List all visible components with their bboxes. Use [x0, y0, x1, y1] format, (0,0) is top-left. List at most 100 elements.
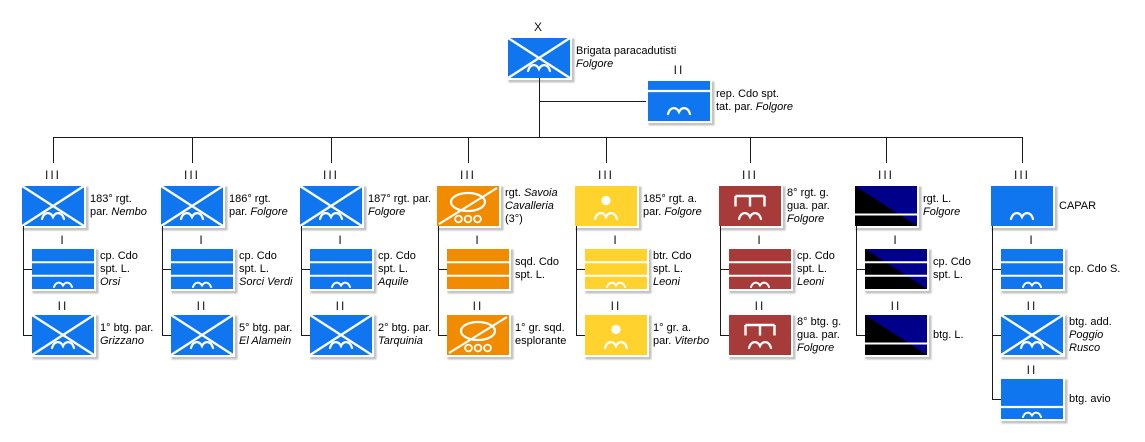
logistics-icon [855, 186, 917, 226]
unit-symbol-box [435, 184, 501, 228]
label-text: 185° rgt. a. [643, 193, 697, 205]
label-text: 186° rgt. [229, 193, 271, 205]
label-text: spt. L. [933, 269, 963, 281]
label-text: esplorante [515, 335, 567, 347]
echelon-mark: X [533, 20, 545, 34]
label-text: Brigata paracadutisti [576, 45, 677, 57]
stripes-para-icon [32, 249, 94, 289]
connector-line [856, 226, 857, 336]
unit-label: btg. avio [1069, 393, 1111, 406]
connector-line [720, 335, 729, 336]
label-text: cp. Cdo [239, 249, 277, 262]
unit-label: 2° btg. par.Tarquinia [378, 322, 431, 348]
connector-line [438, 226, 439, 336]
label-text: cp. Cdo [378, 249, 416, 262]
label-text: btg. add. [1069, 315, 1112, 328]
unit-label: 1° gr. sqd.esplorante [515, 322, 566, 348]
label-text: 8° btg. g. [797, 315, 842, 328]
label-text: (3°) [505, 212, 523, 225]
artillery-para-icon [575, 186, 637, 226]
label-text: Poggio [1069, 328, 1104, 341]
echelon-mark: I [60, 233, 66, 247]
infantry-para-icon [309, 313, 373, 357]
connector-line [576, 269, 585, 270]
connector-line [992, 335, 1001, 336]
connector-line [162, 269, 171, 270]
echelon-mark: I [475, 233, 481, 247]
logistics-icon [865, 315, 927, 355]
echelon-mark: III [741, 168, 759, 182]
stripes-para-icon [1001, 249, 1063, 289]
echelon-mark: III [597, 168, 615, 182]
stripes-para-icon [729, 249, 791, 289]
label-text: tat. par. [716, 101, 756, 113]
echelon-mark: II [196, 299, 208, 313]
connector-line [23, 335, 32, 336]
unit-symbol-box [30, 313, 96, 357]
unit-symbol-box [727, 313, 793, 357]
unit-symbol-box [999, 247, 1065, 291]
label-text: Orsi [100, 275, 121, 288]
connector-line [720, 269, 729, 270]
echelon-mark: III [877, 168, 895, 182]
label-text: par. [229, 206, 251, 218]
label-text: rgt. L. [923, 193, 952, 205]
label-text: spt. L. [239, 262, 269, 275]
label-text: 1° gr. a. [653, 322, 692, 334]
label-text: Folgore [787, 212, 825, 225]
connector-line [606, 137, 607, 163]
label-text: gua. par. [787, 199, 830, 212]
echelon-mark: III [1013, 168, 1031, 182]
echelon-mark: II [335, 299, 347, 313]
echelon-mark: II [1026, 299, 1038, 313]
label-text: btr. Cdo [653, 249, 692, 262]
unit-label: 8° btg. g.gua. par.Folgore [797, 316, 841, 355]
connector-line [468, 137, 469, 163]
echelon-mark: II [890, 299, 902, 313]
unit-symbol-box [863, 247, 929, 291]
echelon-mark: III [322, 168, 340, 182]
label-text: 1° btg. par. [100, 322, 154, 334]
label-text: 183° rgt. [90, 193, 132, 205]
label-text: Folgore [368, 206, 406, 218]
label-text: sqd. Cdo [515, 256, 560, 268]
connector-line [331, 137, 332, 163]
label-text: Folgore [923, 206, 961, 218]
connector-line [23, 269, 32, 270]
unit-symbol-box [646, 79, 712, 123]
unit-label: 183° rgt.par. Nembo [90, 193, 147, 219]
echelon-mark: II [610, 299, 622, 313]
unit-symbol-box [506, 36, 572, 80]
infantry-para-icon [31, 313, 95, 357]
unit-label: rep. Cdo spt.tat. par. Folgore [716, 88, 793, 114]
label-text: Leoni [797, 275, 824, 288]
stripes-para-icon [310, 249, 372, 289]
infantry-para-icon [507, 36, 571, 80]
label-text: El Alamein [239, 335, 292, 347]
bottom-line-para-icon [1001, 379, 1063, 419]
connector-line [53, 137, 1023, 138]
connector-line [301, 335, 310, 336]
label-text: Folgore [250, 206, 288, 218]
echelon-mark: I [757, 233, 763, 247]
connector-line [192, 137, 193, 163]
unit-symbol-box [717, 184, 783, 228]
echelon-mark: II [754, 299, 766, 313]
unit-symbol-box [445, 247, 511, 291]
label-text: Leoni [653, 275, 680, 288]
unit-symbol-box [308, 247, 374, 291]
connector-line [162, 226, 163, 336]
unit-symbol-box [20, 184, 86, 228]
label-text: cp. Cdo [797, 249, 835, 262]
engineer-para-icon [719, 186, 781, 226]
label-text: Folgore [664, 206, 702, 218]
connector-line [576, 335, 585, 336]
